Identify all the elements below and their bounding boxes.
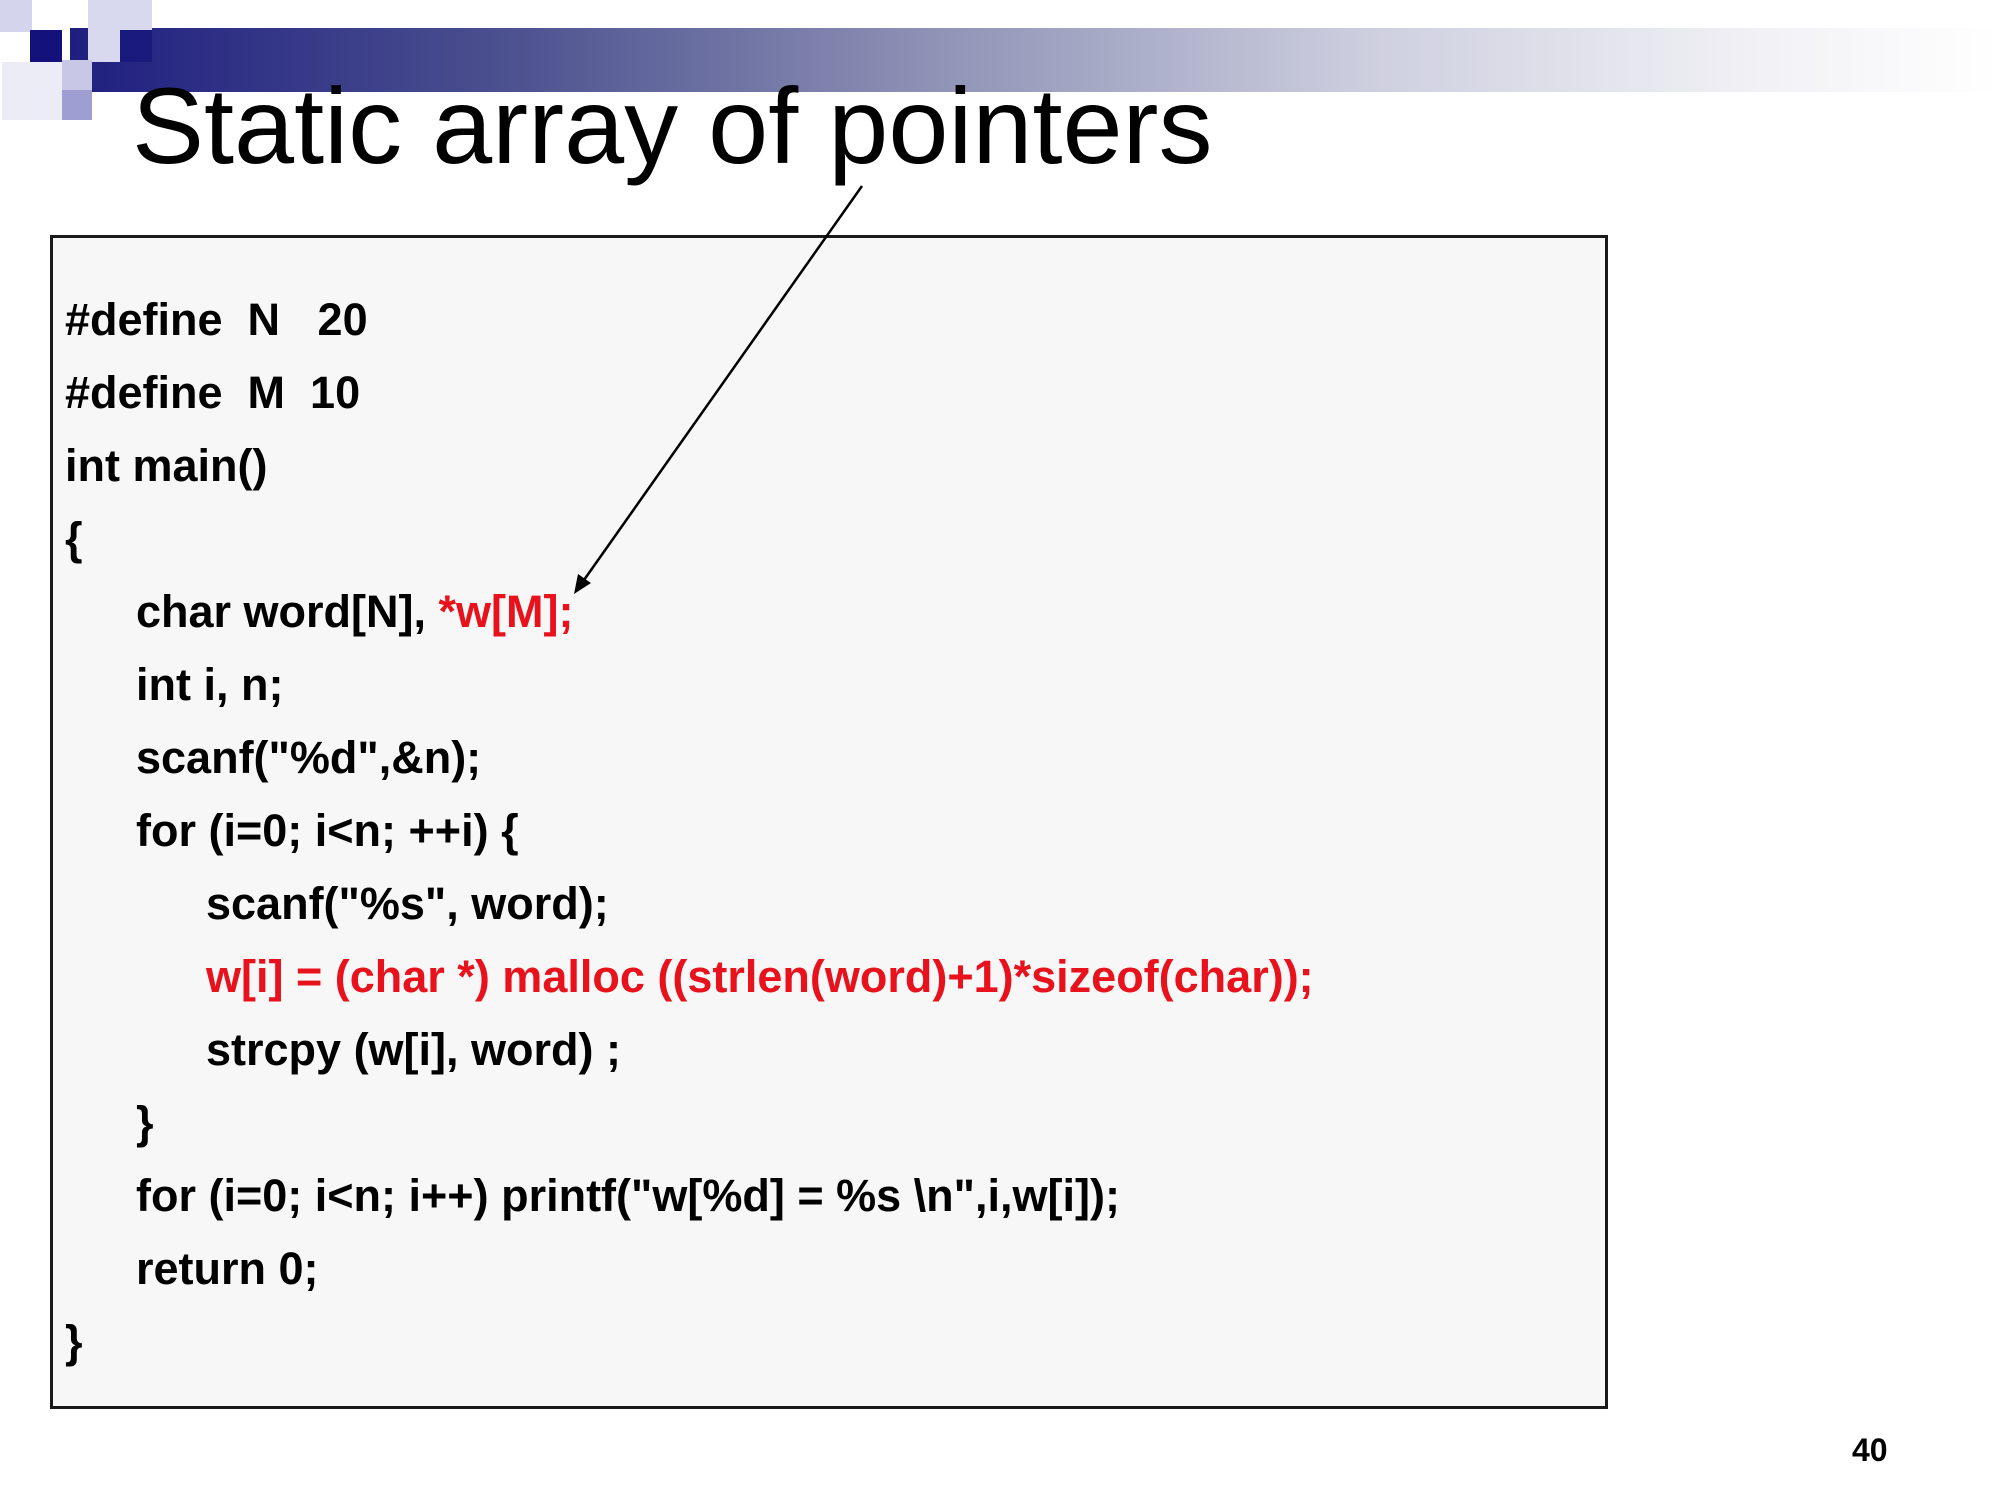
decor-square	[2, 62, 62, 120]
code-text: char word[N],	[136, 586, 439, 637]
decor-square	[120, 30, 152, 62]
title-gradient-bar	[70, 28, 2000, 92]
code-line: scanf("%d",&n);	[136, 732, 482, 783]
slide-title: Static array of pointers	[132, 65, 1213, 186]
code-box: #define N 20 #define M 10 int main() { c…	[50, 235, 1608, 1409]
highlighted-code-line: w[i] = (char *) malloc ((strlen(word)+1)…	[206, 951, 1314, 1002]
decor-square	[62, 60, 92, 90]
code-line: return 0;	[136, 1243, 319, 1294]
code-line: char word[N], *w[M];	[136, 589, 574, 634]
code-line: for (i=0; i<n; ++i) {	[136, 805, 519, 856]
code-line: {	[65, 513, 83, 564]
decor-square	[62, 90, 92, 120]
code-line: #define N 20	[65, 294, 368, 345]
decor-square	[0, 0, 32, 32]
decor-square	[30, 30, 62, 62]
highlighted-code: *w[M];	[438, 586, 574, 637]
code-line: }	[65, 1316, 83, 1367]
code-line: int i, n;	[136, 659, 284, 710]
code-line: scanf("%s", word);	[206, 878, 609, 929]
code-line: #define M 10	[65, 367, 361, 418]
page-number: 40	[1852, 1432, 1888, 1468]
code-line: int main()	[65, 440, 268, 491]
code-line: for (i=0; i<n; i++) printf("w[%d] = %s \…	[136, 1170, 1120, 1221]
code-line: }	[136, 1097, 154, 1148]
code-line: strcpy (w[i], word) ;	[206, 1024, 621, 1075]
